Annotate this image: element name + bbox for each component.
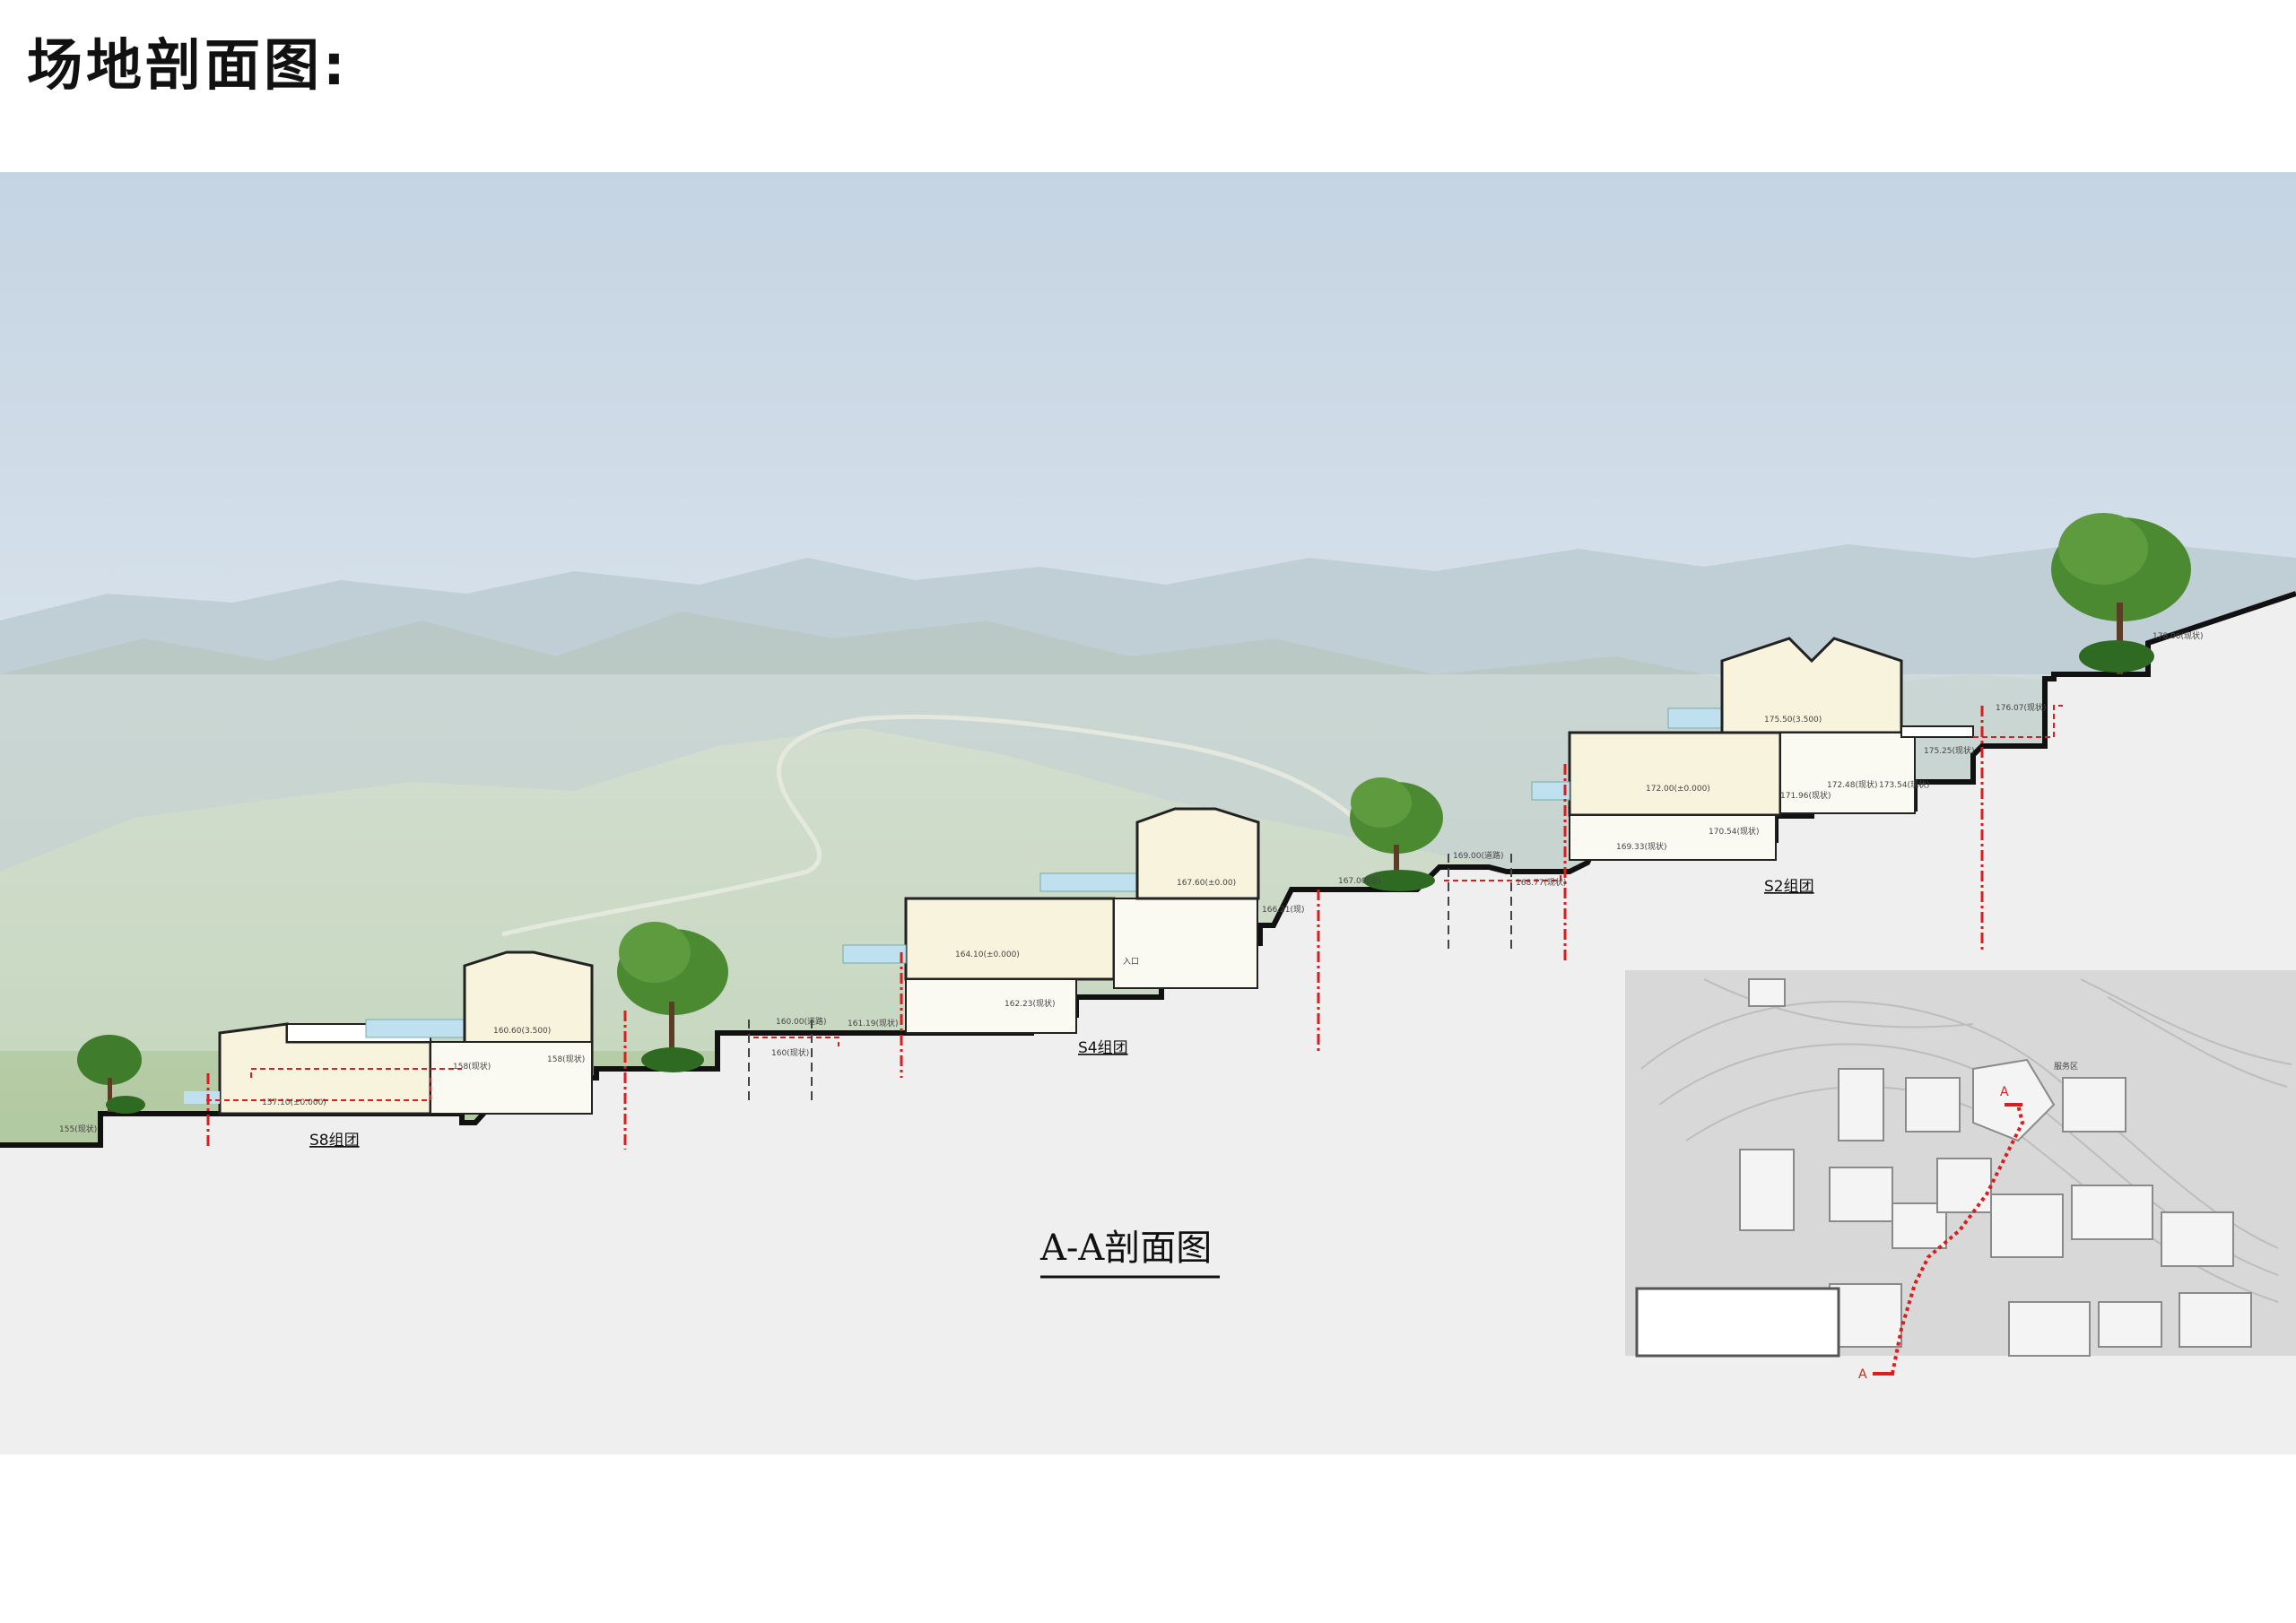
- s4-basement: [905, 978, 1077, 1034]
- elev-road-b-ground: 168.77(现状): [1516, 877, 1567, 888]
- tree-left-small: [77, 1035, 145, 1114]
- elev-mid-ground: 167.00(现): [1338, 876, 1381, 886]
- tree-s8-right: [617, 922, 728, 1072]
- s4-side-room: [1113, 898, 1258, 989]
- winding-road: [501, 714, 1365, 937]
- elev-road-b: 169.00(道路): [1453, 850, 1504, 861]
- s2-pool: [1531, 781, 1570, 801]
- s8-pool: [365, 1019, 465, 1038]
- gate-label: 入口: [1123, 957, 1139, 967]
- key-plan-cut-label-end: A: [2000, 1085, 2009, 1099]
- elev-s2-floor: 172.00(±0.000): [1646, 785, 1710, 794]
- elev-s2-ground-2: 170.54(现状): [1709, 826, 1760, 837]
- section-title: A-A剖面图: [1039, 1228, 1212, 1269]
- s2-basement: [1569, 814, 1777, 861]
- s2-side-room: [1779, 732, 1916, 814]
- page-title: 场地剖面图:: [27, 32, 349, 98]
- key-plan-inset: 服务区 A A: [1625, 970, 2296, 1382]
- elev-road-a-ground: 160(现状): [771, 1047, 809, 1058]
- key-plan-cut-label-start: A: [1858, 1367, 1867, 1382]
- elev-s4-upper: 167.60(±0.00): [1177, 879, 1236, 888]
- road-b-dashed: [1444, 872, 1561, 881]
- section-drawing: 155(现状) 157.10(±0.000) 160.60(3.500) 158…: [0, 172, 2296, 1454]
- road-a-dashed: [753, 1037, 839, 1046]
- s4-pool: [842, 944, 907, 964]
- s8-basement: [430, 1041, 593, 1115]
- key-plan-large-building: [1635, 1287, 1840, 1358]
- elev-left-ground: 155(现状): [59, 1124, 97, 1134]
- elev-s4-start: 161.19(现状): [848, 1018, 899, 1028]
- key-plan-note: 服务区: [2054, 1061, 2078, 1072]
- elev-s2-ground-7: 176.07(现状): [1996, 702, 2047, 713]
- elev-s8-floor: 157.10(±0.000): [262, 1098, 326, 1107]
- elev-s4-right-step: 166.21(现): [1262, 905, 1305, 915]
- s4-building-group: [842, 807, 1260, 1034]
- elev-s8-ground-right: 158(现状): [547, 1054, 585, 1064]
- group-label-s4: S4组团: [1078, 1039, 1128, 1057]
- tree-top-right: [2051, 513, 2191, 674]
- elev-s4-lower: 162.23(现状): [1004, 998, 1056, 1009]
- s8-dashed-level-2: [250, 1068, 462, 1078]
- s2-lower-building: [1568, 731, 1782, 817]
- elev-s2-upper: 175.50(3.500): [1764, 716, 1822, 725]
- elev-s2-ground-3: 171.96(现状): [1780, 790, 1831, 801]
- group-label-s8: S8组团: [309, 1132, 360, 1150]
- elev-s4-floor: 164.10(±0.000): [955, 950, 1020, 959]
- elev-top-ground: 178.00(现状): [2152, 630, 2204, 641]
- elev-s8-ground-step: 158(现状): [453, 1061, 491, 1072]
- s4-upper-pool: [1039, 872, 1140, 892]
- s2-upper-pool: [1667, 707, 1723, 729]
- s8-building-group: [184, 950, 594, 1115]
- s2-roof-terrace: [1900, 725, 1974, 738]
- elev-s2-ground-6: 175.25(现状): [1924, 745, 1975, 756]
- s2-building-group: [1531, 637, 2063, 861]
- group-label-s2: S2组团: [1764, 878, 1814, 896]
- s4-lower-building: [904, 897, 1116, 981]
- elev-s2-ground-1: 169.33(现状): [1616, 841, 1667, 852]
- tree-mid: [1350, 777, 1443, 891]
- elev-s2-ground-4: 172.48(现状): [1827, 779, 1878, 790]
- elev-s2-ground-5: 173.54(现状): [1879, 779, 1930, 790]
- s8-dashed-level: [206, 1078, 431, 1101]
- elev-s8-upper: 160.60(3.500): [493, 1027, 551, 1036]
- s8-small-pool: [184, 1091, 220, 1104]
- s4-upper-building: [1135, 807, 1260, 900]
- s2-upper-building: [1720, 637, 1903, 734]
- s2-dashed-level: [1973, 705, 2063, 738]
- elev-road-a: 160.00(道路): [776, 1016, 827, 1027]
